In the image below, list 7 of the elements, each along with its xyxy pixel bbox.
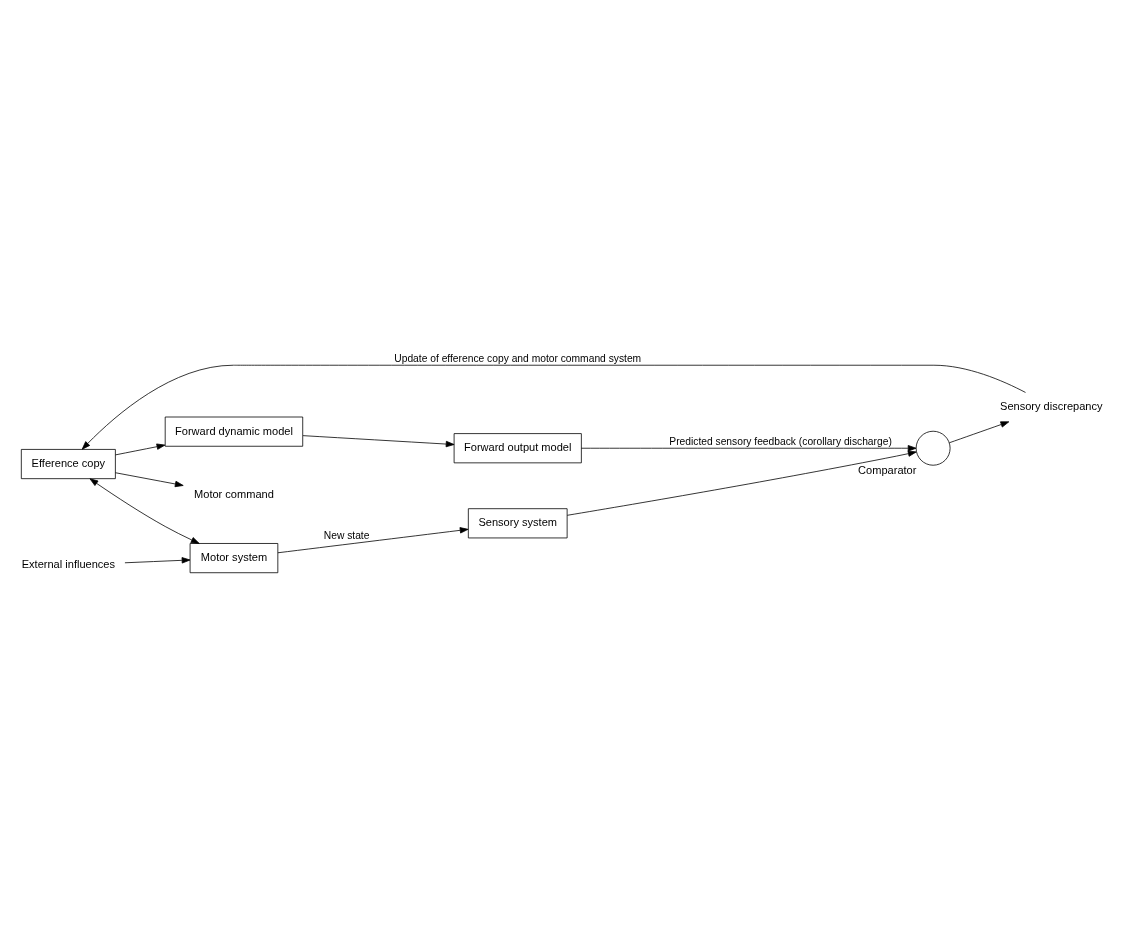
node-text: Sensory discrepancy [1000, 399, 1103, 412]
node-text: External influences [21, 557, 116, 570]
edge-label: New state [323, 529, 370, 541]
edge-label: Predicted sensory feedback (corollary discharge) [669, 435, 892, 447]
node-text: Motor command [194, 487, 274, 500]
edge-label: Update of efference copy and motor command system [394, 352, 642, 364]
node-label: Comparator [858, 463, 917, 476]
